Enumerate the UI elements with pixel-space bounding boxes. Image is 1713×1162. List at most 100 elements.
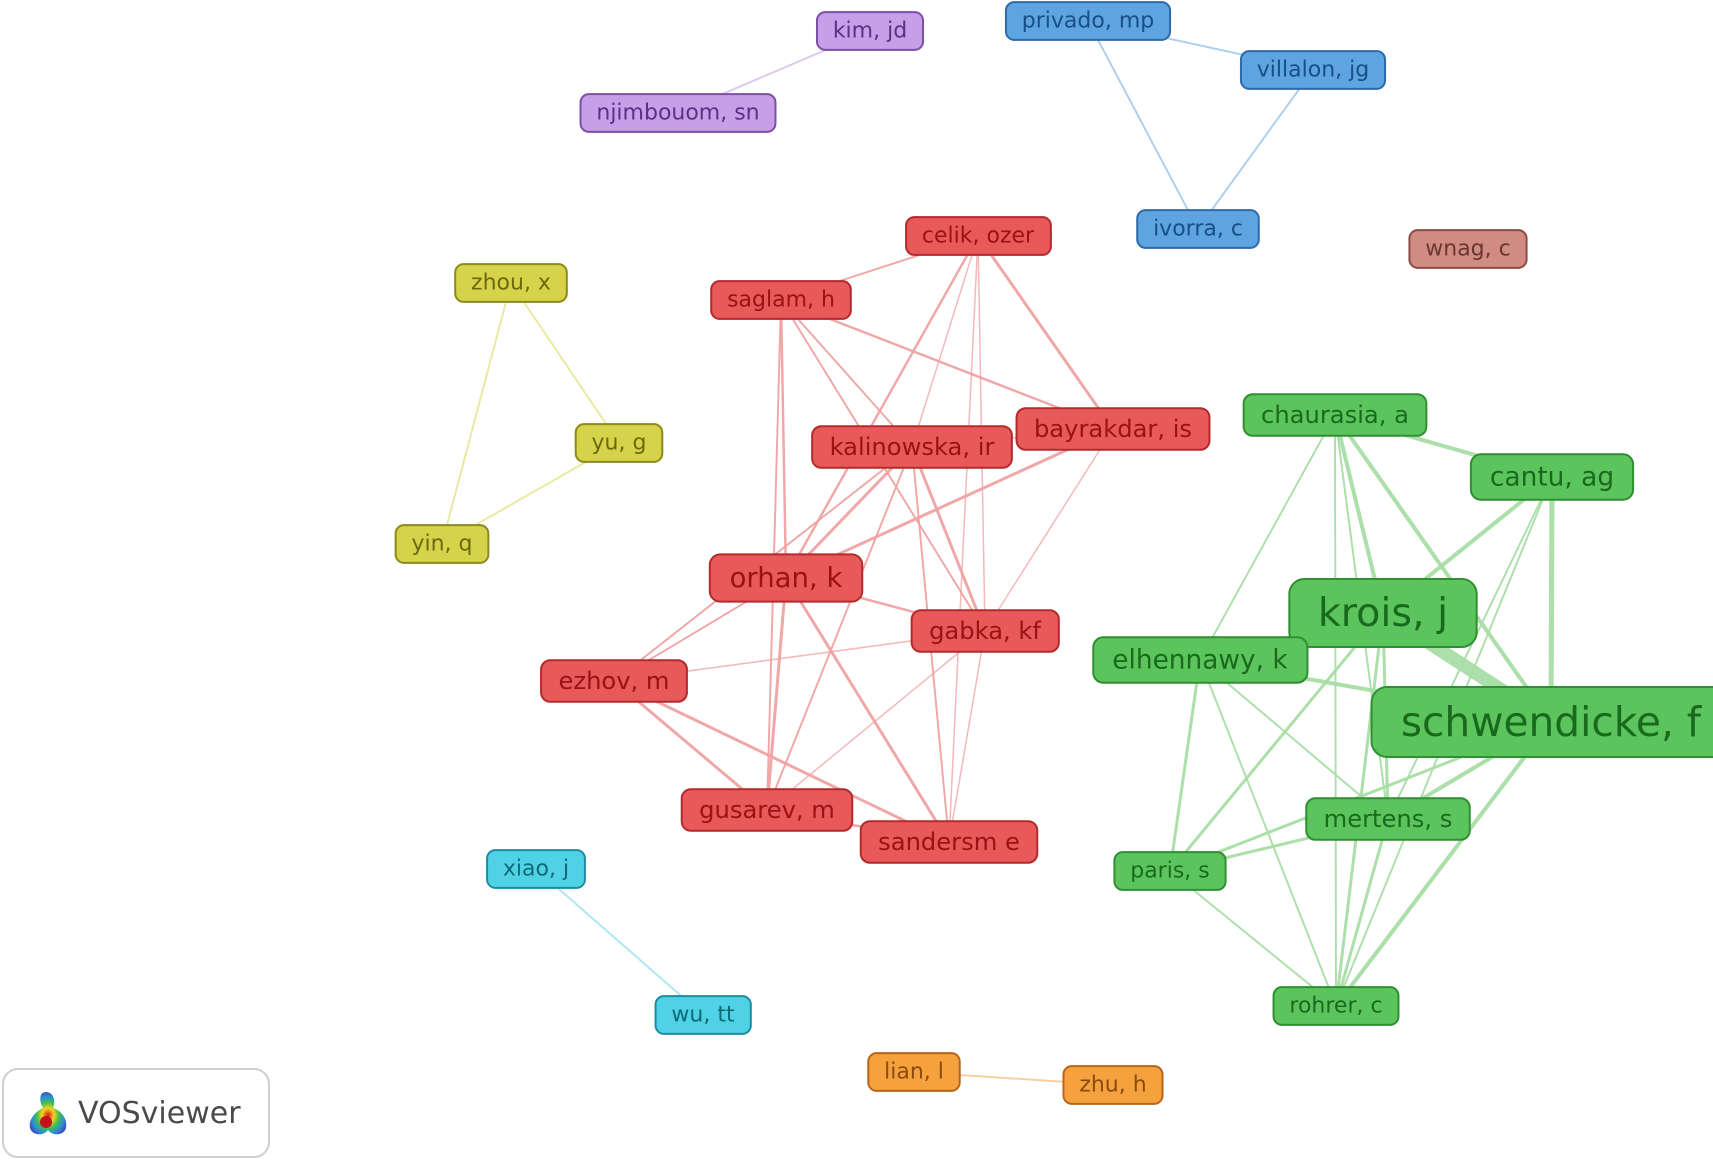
node-label: bayrakdar, is xyxy=(1034,415,1192,443)
node-schwendicke-f[interactable]: schwendicke, f xyxy=(1370,686,1713,758)
link-gabka_kf-sandersm_e xyxy=(948,630,986,843)
node-sandersm-e[interactable]: sandersm e xyxy=(859,820,1039,864)
node-box xyxy=(1062,1065,1164,1105)
node-label: xiao, j xyxy=(503,857,569,882)
node-villalon-jg[interactable]: villalon, jg xyxy=(1239,50,1387,90)
node-box xyxy=(1092,636,1309,684)
node-gabka-kf[interactable]: gabka, kf xyxy=(910,609,1060,653)
node-label: ivorra, c xyxy=(1153,217,1243,242)
link-bayrakdar_is-orhan_k xyxy=(784,427,1115,580)
node-label: schwendicke, f xyxy=(1401,698,1703,746)
node-label: privado, mp xyxy=(1022,9,1154,34)
node-ezhov-m[interactable]: ezhov, m xyxy=(540,659,688,703)
links-layer xyxy=(441,20,1558,1086)
node-label: cantu, ag xyxy=(1490,462,1614,493)
node-label: rohrer, c xyxy=(1289,994,1382,1019)
node-label: saglam, h xyxy=(727,288,835,313)
node-yu-g[interactable]: yu, g xyxy=(574,423,664,463)
node-njimbouom-sn[interactable]: njimbouom, sn xyxy=(579,93,777,133)
node-kalinowska-ir[interactable]: kalinowska, ir xyxy=(811,425,1013,469)
node-label: gabka, kf xyxy=(929,617,1041,645)
link-villalon_jg-ivorra_c xyxy=(1197,69,1314,230)
node-ivorra-c[interactable]: ivorra, c xyxy=(1136,209,1260,249)
node-box xyxy=(1004,1,1172,41)
link-ezhov_m-sandersm_e xyxy=(612,679,951,844)
link-zhou_x-yu_g xyxy=(510,282,620,444)
node-label: wnag, c xyxy=(1425,237,1510,262)
node-xiao-j[interactable]: xiao, j xyxy=(486,849,586,889)
link-chaurasia_a-elhennawy_k xyxy=(1199,414,1336,661)
node-box xyxy=(1015,407,1211,451)
node-privado-mp[interactable]: privado, mp xyxy=(1004,1,1172,41)
node-paris-s[interactable]: paris, s xyxy=(1113,851,1227,891)
node-chaurasia-a[interactable]: chaurasia, a xyxy=(1242,393,1428,437)
node-kim-jd[interactable]: kim, jd xyxy=(815,11,925,51)
node-label: ezhov, m xyxy=(559,667,670,695)
node-label: chaurasia, a xyxy=(1261,401,1409,429)
node-box xyxy=(486,849,586,889)
link-elhennawy_k-mertens_s xyxy=(1199,659,1389,820)
node-label: yu, g xyxy=(592,431,647,456)
link-mertens_s-rohrer_c xyxy=(1334,817,1390,1008)
node-bayrakdar-is[interactable]: bayrakdar, is xyxy=(1015,407,1211,451)
link-orhan_k-gusarev_m xyxy=(765,576,788,812)
link-paris_s-rohrer_c xyxy=(1169,870,1337,1007)
vosviewer-watermark: VOSviewer xyxy=(2,1068,270,1158)
node-box xyxy=(1272,986,1400,1026)
link-cantu_ag-schwendicke_f xyxy=(1548,474,1555,725)
node-box xyxy=(815,11,925,51)
node-box xyxy=(811,425,1013,469)
node-saglam-h[interactable]: saglam, h xyxy=(710,280,852,320)
node-label: zhu, h xyxy=(1079,1073,1146,1098)
link-zhou_x-yin_q xyxy=(441,282,512,545)
node-box xyxy=(394,524,490,564)
node-lian-l[interactable]: lian, l xyxy=(867,1052,961,1092)
link-celik_ozer-sandersm_e xyxy=(948,235,979,843)
app-name: VOSviewer xyxy=(78,1095,241,1131)
node-mertens-s[interactable]: mertens, s xyxy=(1305,797,1471,841)
node-label: lian, l xyxy=(884,1060,944,1085)
node-wu-tt[interactable]: wu, tt xyxy=(654,995,752,1035)
node-label: gusarev, m xyxy=(699,796,835,824)
node-box xyxy=(680,788,854,832)
nodes-layer: kim, jd njimbouom, sn privado, mp villalon,… xyxy=(394,1,1713,1105)
node-cantu-ag[interactable]: cantu, ag xyxy=(1469,453,1635,501)
node-label: kim, jd xyxy=(833,19,907,44)
link-kalinowska_ir-gabka_kf xyxy=(910,445,987,633)
node-box xyxy=(1113,851,1227,891)
node-celik-ozer[interactable]: celik, ozer xyxy=(905,216,1052,256)
node-orhan-k[interactable]: orhan, k xyxy=(708,553,864,603)
node-label: zhou, x xyxy=(471,271,551,296)
link-chaurasia_a-rohrer_c xyxy=(1334,414,1337,1007)
link-saglam_h-kalinowska_ir xyxy=(780,299,913,448)
node-box xyxy=(654,995,752,1035)
node-elhennawy-k[interactable]: elhennawy, k xyxy=(1092,636,1309,684)
node-label: villalon, jg xyxy=(1257,58,1369,83)
link-orhan_k-sandersm_e xyxy=(784,576,951,844)
link-xiao_j-wu_tt xyxy=(535,868,704,1016)
node-krois-j[interactable]: krois, j xyxy=(1288,577,1478,649)
node-zhu-h[interactable]: zhu, h xyxy=(1062,1065,1164,1105)
node-box xyxy=(859,820,1039,864)
vosviewer-logo-icon xyxy=(29,1092,67,1135)
node-label: sandersm e xyxy=(878,828,1020,856)
node-label: elhennawy, k xyxy=(1112,645,1288,676)
node-gusarev-m[interactable]: gusarev, m xyxy=(680,788,854,832)
node-zhou-x[interactable]: zhou, x xyxy=(454,263,568,303)
node-box xyxy=(1136,209,1260,249)
node-box xyxy=(910,609,1060,653)
node-label: mertens, s xyxy=(1324,805,1453,833)
node-wnag-c[interactable]: wnag, c xyxy=(1408,229,1528,269)
node-rohrer-c[interactable]: rohrer, c xyxy=(1272,986,1400,1026)
node-box xyxy=(1242,393,1428,437)
node-label: celik, ozer xyxy=(922,224,1035,249)
link-saglam_h-orhan_k xyxy=(779,298,788,580)
link-gusarev_m-gabka_kf xyxy=(766,630,986,811)
node-yin-q[interactable]: yin, q xyxy=(394,524,490,564)
node-box xyxy=(708,553,864,603)
node-label: wu, tt xyxy=(671,1003,735,1028)
node-box xyxy=(1469,453,1635,501)
link-schwendicke_f-rohrer_c xyxy=(1333,719,1554,1009)
node-label: orhan, k xyxy=(730,562,843,594)
